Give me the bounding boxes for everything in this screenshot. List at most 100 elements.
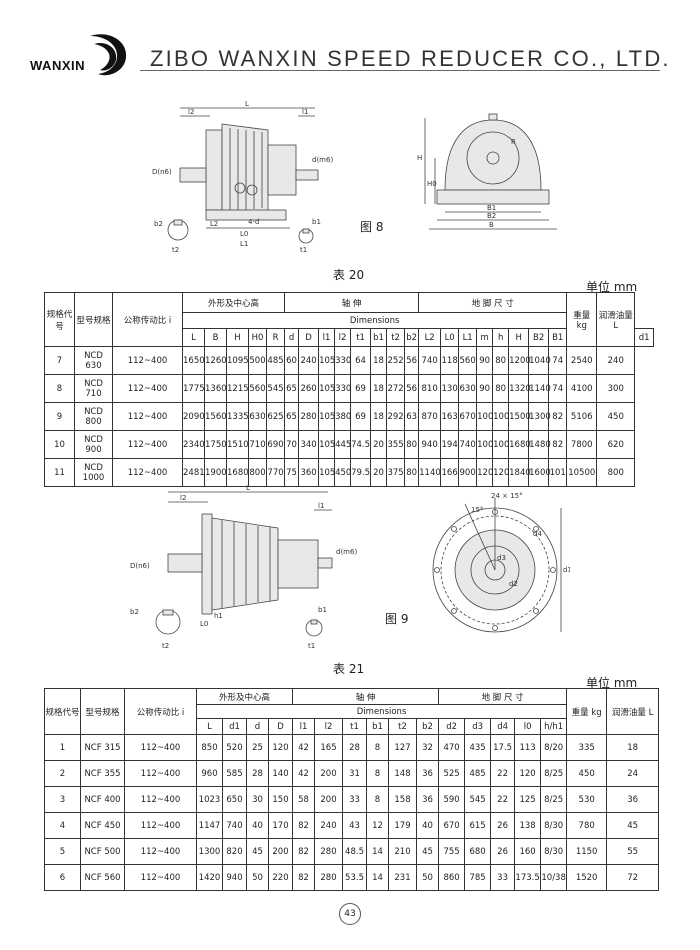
t21-head-ratio: 公称传动比 i [124,688,197,735]
col-header: L [196,718,223,735]
table-cell: 63 [404,402,420,431]
table-cell: 80 [492,374,510,403]
t21-head-oil: 润滑油量 L [606,688,660,735]
table-cell: 625 [265,402,286,431]
table-cell: 1040 [528,346,551,375]
table-cell: 36 [416,760,440,787]
col-header: d1 [634,328,654,347]
dim-dm6: d(m6) [312,156,333,164]
dim-4d: 4-d [248,218,259,226]
table-cell: NCD 1000 [74,458,113,487]
table-cell: NCF 560 [80,864,125,891]
table-cell: 25 [246,734,269,761]
t20-head-model: 型号规格 [74,292,113,347]
table-cell: 165 [314,734,344,761]
table-cell: 58 [292,786,316,813]
table-cell: 28 [246,760,269,787]
table-cell: 105 [318,374,335,403]
table-cell: 231 [388,864,418,891]
table-cell: 1560 [204,402,227,431]
table-cell: 335 [566,734,608,761]
table-cell: 74 [548,374,568,403]
table-cell: 1420 [196,864,223,891]
wanxin-logo [90,34,127,76]
col-header: l2 [334,328,352,347]
table-cell: 870 [418,402,442,431]
table-cell: 18 [370,346,388,375]
table-cell: 272 [386,374,406,403]
t21-head-weight: 重量 kg [566,688,608,735]
col-header: L1 [458,328,478,347]
col-header: l0 [514,718,542,735]
table-cell: 450 [334,458,351,487]
table-cell: 32 [416,734,440,761]
table-cell: 22 [490,760,516,787]
table-cell: 8/25 [540,786,568,813]
t20-head-group3: 地 脚 尺 寸 [418,292,568,313]
col-header: d [246,718,269,735]
table-cell: 940 [418,430,442,459]
table-cell: 1335 [226,402,249,431]
table-cell: 8/30 [540,812,568,839]
table-cell: 112~400 [124,734,197,761]
table-cell: NCF 450 [80,812,125,839]
table-cell: 100 [476,430,493,459]
table-cell: 630 [248,402,267,431]
table-cell: 670 [458,402,478,431]
col-header: d3 [464,718,492,735]
dim9-l1: l1 [318,502,324,510]
t20-head-dimensions: Dimensions [181,312,568,329]
table-cell: 2090 [182,402,205,431]
fig9-front-drawing: L l2 l1 D(n6) d(m6) b2 b1 t2 t1 L0 h1 [130,484,357,650]
t20-head-ratio: 公称传动比 i [112,292,183,347]
dim9-15deg: 15° [471,506,483,514]
table-cell: 260 [298,374,320,403]
table-cell: 630 [458,374,478,403]
table-cell: 45 [246,838,269,865]
table-cell: 8 [44,374,75,403]
t20-head-group2: 轴 伸 [284,292,420,313]
table-cell: 1480 [528,430,551,459]
table-cell: 520 [222,734,247,761]
table-cell: 850 [196,734,223,761]
table-cell: 560 [248,374,267,403]
table-cell: 8/25 [540,760,568,787]
table-cell: 210 [388,838,418,865]
table-cell: 45 [606,812,660,839]
table-cell: 1 [44,734,81,761]
table-cell: 120 [492,458,509,487]
table-cell: 450 [596,402,636,431]
dim-t2: t2 [172,246,179,254]
table-cell: 36 [606,786,660,813]
table-cell: 150 [267,786,294,813]
table-cell: 101 [548,458,568,487]
company-name: ZIBO WANXIN SPEED REDUCER CO., LTD. [150,46,671,71]
table-cell: 900 [458,458,478,487]
table-cell: 360 [298,458,320,487]
table-cell: 780 [566,812,608,839]
table-cell: 740 [458,430,478,459]
table-cell: 112~400 [124,786,197,813]
dim-t1: t1 [300,246,307,254]
col-header: m [476,328,494,347]
table-cell: 112~400 [112,430,183,459]
table-cell: NCD 900 [74,430,113,459]
dim9-b2: b2 [130,608,139,616]
table-cell: 525 [438,760,466,787]
table-cell: 585 [222,760,247,787]
col-header: D [298,328,320,347]
col-header: L2 [418,328,442,347]
table-cell: 40 [246,812,269,839]
table-cell: 450 [566,760,608,787]
table-cell: 1300 [528,402,551,431]
table-cell: 690 [265,430,286,459]
table-cell: 17.5 [490,734,516,761]
t21-head-group2: 轴 伸 [292,688,440,705]
dim9-b1: b1 [318,606,327,614]
